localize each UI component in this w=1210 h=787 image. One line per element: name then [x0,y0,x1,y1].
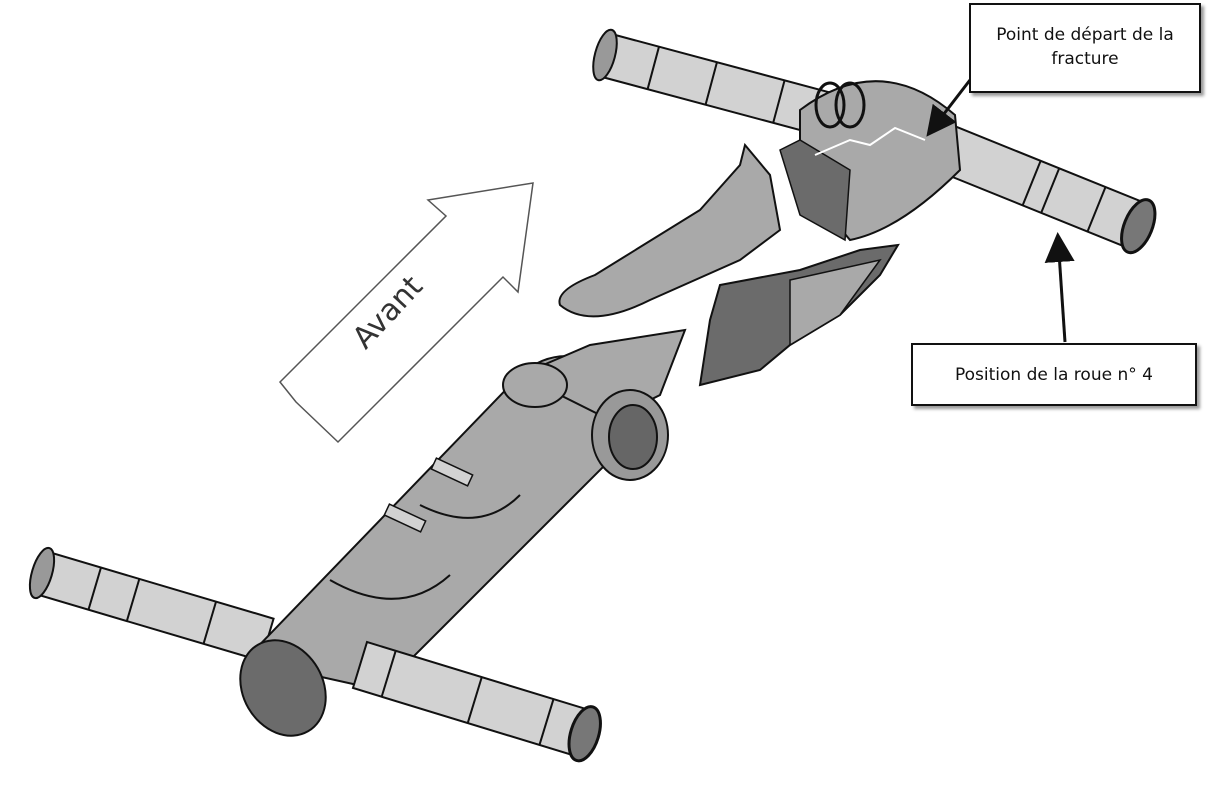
front-axle-left-tube [28,546,275,663]
main-beam [239,328,687,737]
rear-axle-left-tube [592,28,839,139]
rear-hub [779,79,972,242]
fracture-origin-callout: Point de départ de la fracture [969,3,1201,93]
front-axle-right-tube [351,640,602,763]
forward-arrow [278,182,534,444]
fracture-fragment-lower [698,243,900,387]
fracture-fragment-upper [558,142,782,318]
wheel-position-arrow [1044,232,1075,343]
wheel-position-callout: Position de la roue n° 4 [911,343,1197,406]
